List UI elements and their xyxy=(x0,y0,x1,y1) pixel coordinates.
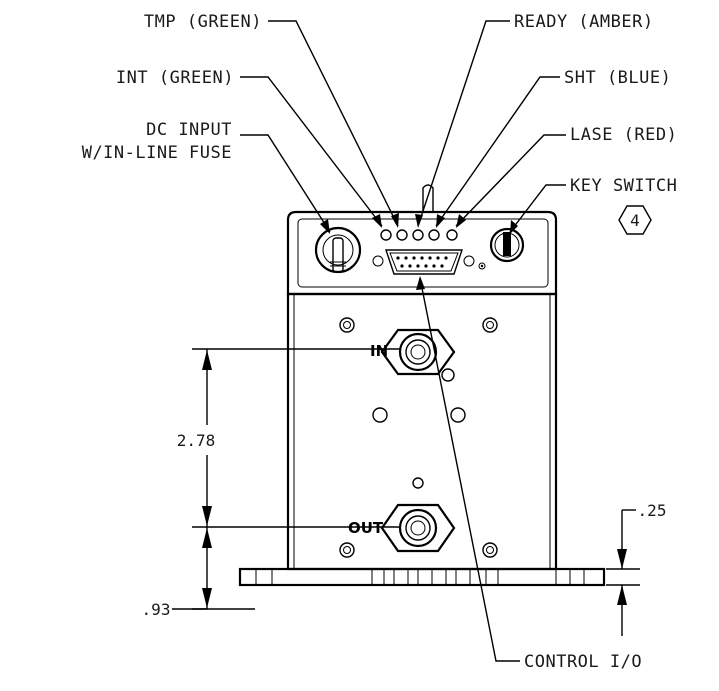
label-sht: SHT (BLUE) xyxy=(564,68,671,88)
control-io-connector xyxy=(372,249,486,275)
key-switch xyxy=(489,227,525,288)
label-int: INT (GREEN) xyxy=(116,68,234,88)
led-sht xyxy=(428,229,440,241)
led-row xyxy=(380,229,458,241)
dim-flange-thickness: .25 xyxy=(638,501,667,520)
led-ready xyxy=(412,229,424,241)
callout-labels: TMP (GREEN) INT (GREEN) DC INPUT W/IN-LI… xyxy=(82,12,677,672)
device-body xyxy=(238,184,606,587)
label-key-switch: KEY SWITCH xyxy=(570,176,677,196)
note-number: 4 xyxy=(630,211,640,230)
base-flange xyxy=(238,567,606,587)
in-port-fitting xyxy=(380,328,456,376)
leader-lines xyxy=(240,20,566,662)
out-port-fitting xyxy=(380,503,456,553)
label-tmp: TMP (GREEN) xyxy=(144,12,262,32)
label-control-io: CONTROL I/O xyxy=(524,652,642,672)
dim-port-spacing: 2.78 xyxy=(177,431,216,450)
dc-input-connector xyxy=(314,226,362,274)
note-marker: 4 xyxy=(618,205,652,235)
led-int xyxy=(380,229,392,241)
label-ready: READY (AMBER) xyxy=(514,12,654,32)
label-dc-input-fuse: W/IN-LINE FUSE xyxy=(82,143,232,163)
led-lase xyxy=(446,229,458,241)
dimension-lines xyxy=(172,348,640,636)
label-lase: LASE (RED) xyxy=(570,125,677,145)
mounting-screws xyxy=(339,317,498,558)
note-hexagon xyxy=(618,205,652,235)
label-in-port: IN xyxy=(370,342,388,360)
led-tmp xyxy=(396,229,408,241)
top-stub xyxy=(422,184,434,212)
body-holes xyxy=(372,368,466,489)
label-dc-input: DC INPUT xyxy=(146,120,232,140)
label-out-port: OUT xyxy=(348,519,384,537)
leader-arrowheads xyxy=(320,213,518,290)
flange-slots xyxy=(255,569,585,585)
dimension-arrowheads xyxy=(202,350,627,608)
dim-base-to-out: .93 xyxy=(142,600,171,619)
